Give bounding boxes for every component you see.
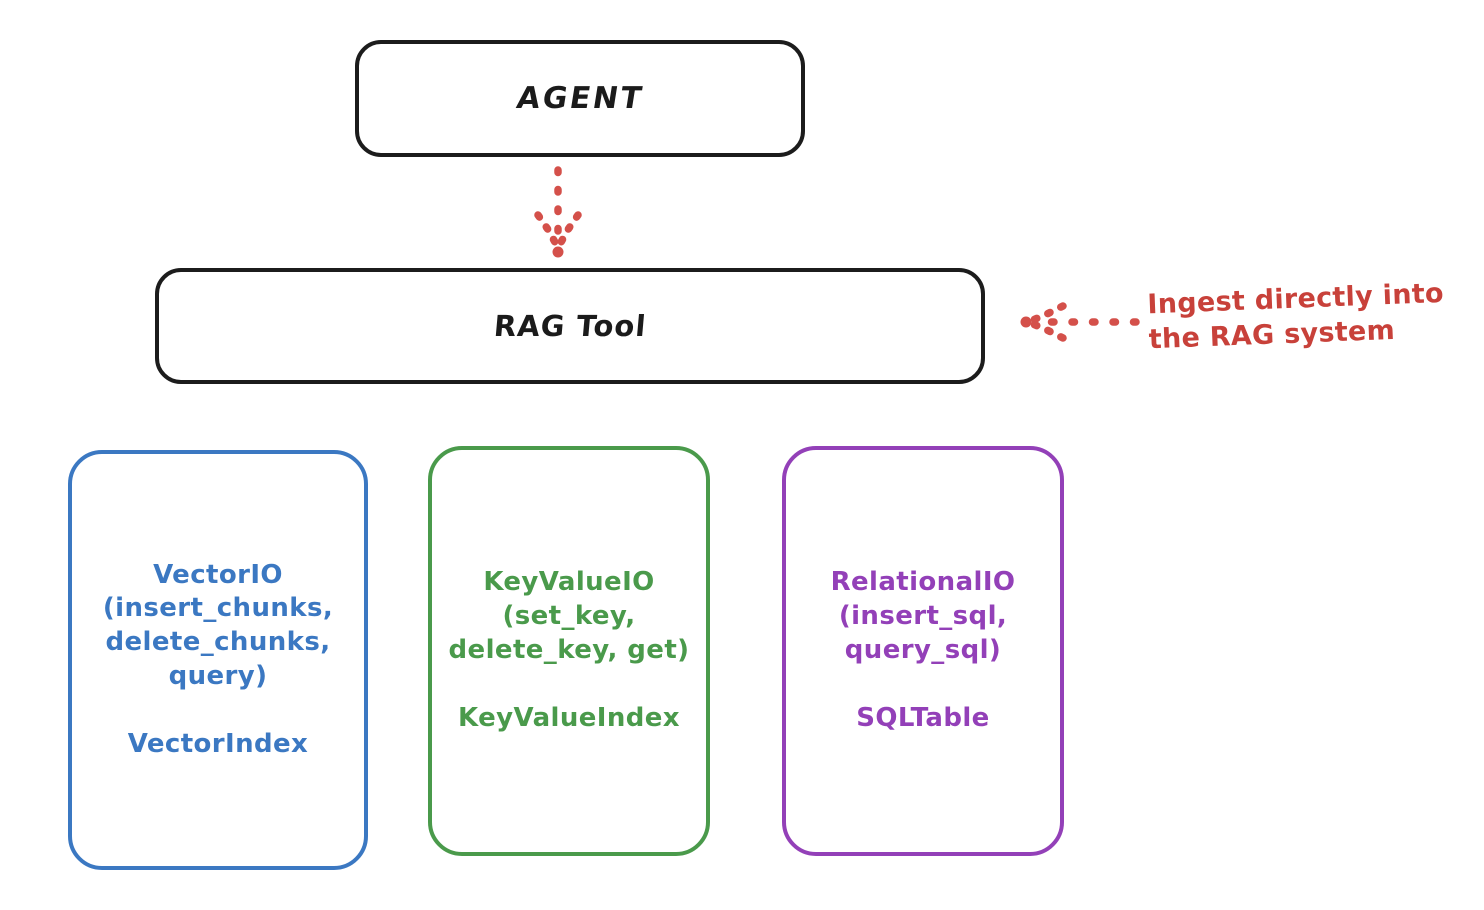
node-rag-tool[interactable]: RAG Tool [155,268,985,384]
node-relational-io-table-label: SQLTable [856,702,990,733]
node-keyvalue-io-index-label: KeyValueIndex [458,702,680,733]
node-rag-tool-label: RAG Tool [492,309,648,343]
node-agent[interactable]: AGENT [355,40,805,157]
node-agent-label: AGENT [514,81,646,116]
node-vector-io[interactable]: VectorIO (insert_chunks, delete_chunks, … [68,450,368,870]
node-keyvalue-io[interactable]: KeyValueIO (set_key, delete_key, get) Ke… [428,446,710,856]
node-vector-io-index-label: VectorIndex [127,728,309,759]
node-relational-io[interactable]: RelationalIO (insert_sql, query_sql) SQL… [782,446,1064,856]
ingest-arrow [1020,302,1140,342]
node-keyvalue-io-api-label: KeyValueIO (set_key, delete_key, get) [448,567,690,665]
node-relational-io-api-label: RelationalIO (insert_sql, query_sql) [830,567,1016,665]
node-vector-io-api-label: VectorIO (insert_chunks, delete_chunks, … [102,559,334,691]
ingest-annotation-text: Ingest directly into the RAG system [1146,277,1445,356]
agent-to-rag-arrow [534,166,582,258]
